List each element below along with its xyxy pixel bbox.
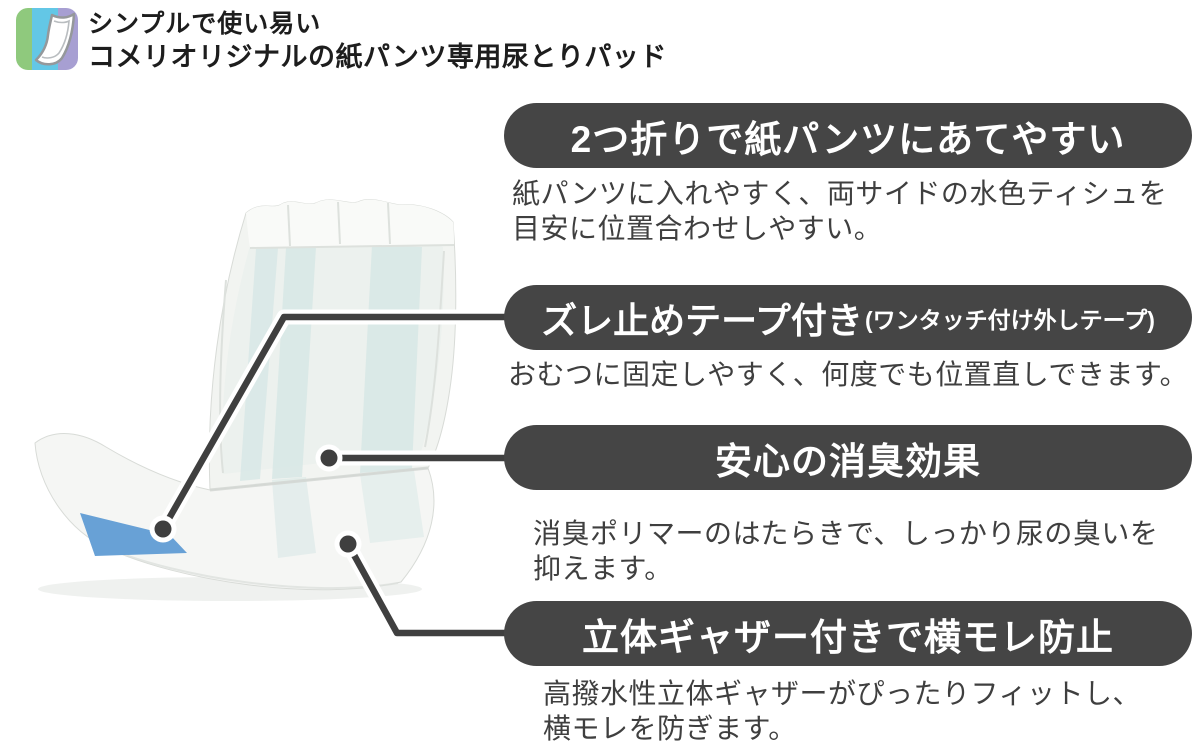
header: シンプルで使い易い コメリオリジナルの紙パンツ専用尿とりパッド	[88, 9, 667, 73]
feature-tape: ズレ止めテープ付き (ワンタッチ付け外しテープ) おむつに固定しやすく、何度でも…	[504, 285, 1192, 392]
product-photo	[34, 199, 457, 601]
header-subtitle: シンプルで使い易い	[88, 10, 322, 38]
feature-fold: 2つ折りで紙パンツにあてやすい 紙パンツに入れやすく、両サイドの水色ティシュを …	[504, 103, 1192, 246]
feature-gather-desc: 高撥水性立体ギャザーがぴったりフィットし、 横モレを防ぎます。	[543, 676, 1192, 746]
feature-tape-desc: おむつに固定しやすく、何度でも位置直しできます。	[508, 357, 1192, 392]
feature-gather-title: 立体ギャザー付きで横モレ防止	[582, 616, 1114, 658]
feature-gather: 立体ギャザー付きで横モレ防止 高撥水性立体ギャザーがぴったりフィットし、 横モレ…	[504, 601, 1192, 746]
feature-tape-title: ズレ止めテープ付き	[541, 299, 863, 341]
feature-deodorant-title: 安心の消臭効果	[715, 440, 981, 482]
feature-tape-banner: ズレ止めテープ付き (ワンタッチ付け外しテープ)	[504, 285, 1192, 350]
icon-pad-glyph	[34, 12, 76, 66]
pad-top-flap	[246, 199, 454, 248]
feature-gather-banner: 立体ギャザー付きで横モレ防止	[504, 601, 1192, 666]
desc-line: 横モレを防ぎます。	[543, 713, 797, 744]
desc-line: 抑えます。	[533, 553, 673, 584]
folded-pad-logo-icon	[16, 8, 78, 70]
desc-line: 目安に位置合わせしやすい。	[512, 213, 883, 244]
feature-tape-note: (ワンタッチ付け外しテープ)	[864, 306, 1155, 333]
feature-fold-title: 2つ折りで紙パンツにあてやすい	[570, 118, 1126, 160]
feature-deodorant-banner: 安心の消臭効果	[504, 425, 1192, 490]
header-title: コメリオリジナルの紙パンツ専用尿とりパッド	[88, 42, 667, 72]
fixing-tape	[80, 513, 187, 556]
feature-deodorant-desc: 消臭ポリマーのはたらきで、しっかり尿の臭いを 抑えます。	[533, 516, 1192, 586]
feature-deodorant: 安心の消臭効果 消臭ポリマーのはたらきで、しっかり尿の臭いを 抑えます。	[504, 425, 1192, 586]
desc-line: おむつに固定しやすく、何度でも位置直しできます。	[508, 359, 1189, 390]
fold-notches	[287, 201, 391, 247]
feature-fold-desc: 紙パンツに入れやすく、両サイドの水色ティシュを 目安に位置合わせしやすい。	[512, 176, 1192, 246]
desc-line: 消臭ポリマーのはたらきで、しっかり尿の臭いを	[533, 518, 1159, 549]
flap-edge	[249, 244, 455, 249]
desc-line: 高撥水性立体ギャザーがぴったりフィットし、	[543, 678, 1141, 709]
icon-pad-glyph-inner	[41, 19, 70, 59]
desc-line: 紙パンツに入れやすく、両サイドの水色ティシュを	[512, 178, 1168, 209]
feature-fold-banner: 2つ折りで紙パンツにあてやすい	[504, 103, 1192, 168]
